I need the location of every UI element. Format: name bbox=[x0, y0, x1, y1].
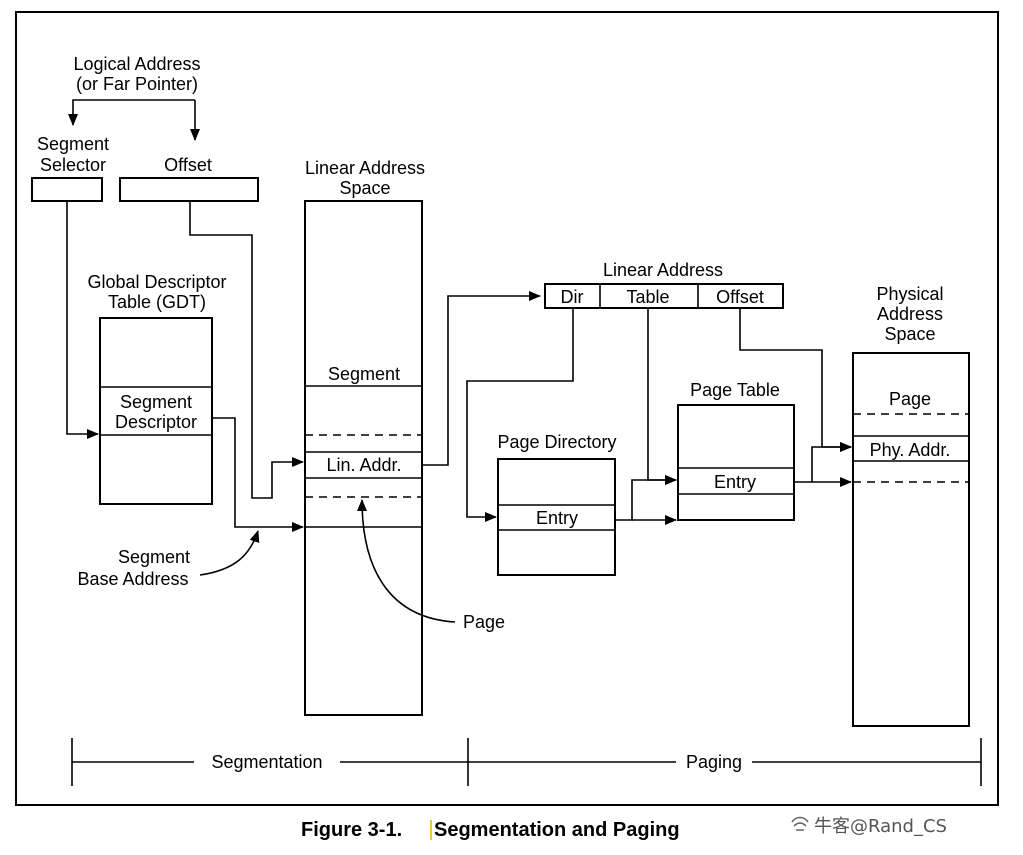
offset-field: Offset bbox=[716, 287, 764, 307]
segment-base-curve-arrow bbox=[199, 530, 260, 576]
gdt-title-2: Table (GDT) bbox=[108, 292, 206, 312]
page-table-box bbox=[677, 404, 795, 521]
figure-number: Figure 3-1. bbox=[301, 819, 402, 841]
figure-title: Segmentation and Paging bbox=[434, 819, 680, 841]
directory-entry-label: Entry bbox=[536, 508, 578, 528]
logical-address-label-2: (or Far Pointer) bbox=[76, 74, 198, 94]
gdt-title-1: Global Descriptor bbox=[87, 272, 226, 292]
segment-descriptor-label-1: Segment bbox=[120, 392, 192, 412]
offset-to-linaddr-arrow bbox=[189, 201, 304, 499]
physical-space-title-3: Space bbox=[884, 324, 935, 344]
paging-label: Paging bbox=[686, 752, 742, 772]
segment-base-label-2: Base Address bbox=[77, 569, 188, 589]
dir-field: Dir bbox=[561, 287, 584, 307]
physical-space-box bbox=[852, 352, 970, 727]
logical-address-label-1: Logical Address bbox=[73, 54, 200, 74]
offset-box bbox=[119, 177, 259, 202]
linear-space-box bbox=[304, 200, 423, 716]
physical-space-title-1: Physical bbox=[876, 284, 943, 304]
watermark-logo-icon bbox=[791, 816, 809, 831]
segment-selector-label-2: Selector bbox=[40, 155, 106, 175]
segment-selector-label-1: Segment bbox=[37, 134, 109, 154]
dir-to-directory-arrow bbox=[466, 308, 574, 522]
page-directory-title: Page Directory bbox=[497, 432, 616, 452]
page-label: Page bbox=[463, 612, 505, 632]
physical-page-label: Page bbox=[889, 389, 931, 409]
segment-descriptor-label-2: Descriptor bbox=[115, 412, 197, 432]
logical-to-offset-arrow bbox=[68, 99, 195, 126]
phy-addr-label: Phy. Addr. bbox=[870, 440, 951, 460]
figure-frame bbox=[15, 11, 999, 806]
linear-address-title: Linear Address bbox=[603, 260, 723, 280]
linear-space-title-2: Space bbox=[339, 178, 390, 198]
linear-space-title-1: Linear Address bbox=[305, 158, 425, 178]
page-curve-arrow bbox=[357, 499, 456, 623]
offset-label: Offset bbox=[164, 155, 212, 175]
table-field: Table bbox=[626, 287, 669, 307]
linear-address-box bbox=[544, 283, 784, 309]
linaddr-to-linear-address-arrow bbox=[422, 291, 541, 466]
pagetable-entry-label: Entry bbox=[714, 472, 756, 492]
selector-to-descriptor-arrow bbox=[66, 201, 99, 439]
table-to-pagetable-arrow bbox=[647, 308, 677, 485]
descriptor-to-base-arrow bbox=[212, 417, 304, 532]
segment-selector-box bbox=[31, 177, 103, 202]
physical-space-title-2: Address bbox=[877, 304, 943, 324]
gdt-box bbox=[99, 317, 213, 505]
lin-addr-label: Lin. Addr. bbox=[326, 455, 401, 475]
watermark-text: 牛客@Rand_CS bbox=[814, 816, 947, 837]
directory-to-pagetable-arrow bbox=[615, 475, 677, 521]
pagetable-to-phyaddr-arrow bbox=[811, 442, 852, 482]
page-table-title: Page Table bbox=[690, 380, 780, 400]
linear-segment-label: Segment bbox=[328, 364, 400, 384]
segment-base-label-1: Segment bbox=[118, 547, 190, 567]
page-directory-box bbox=[497, 458, 616, 576]
segmentation-label: Segmentation bbox=[211, 752, 322, 772]
